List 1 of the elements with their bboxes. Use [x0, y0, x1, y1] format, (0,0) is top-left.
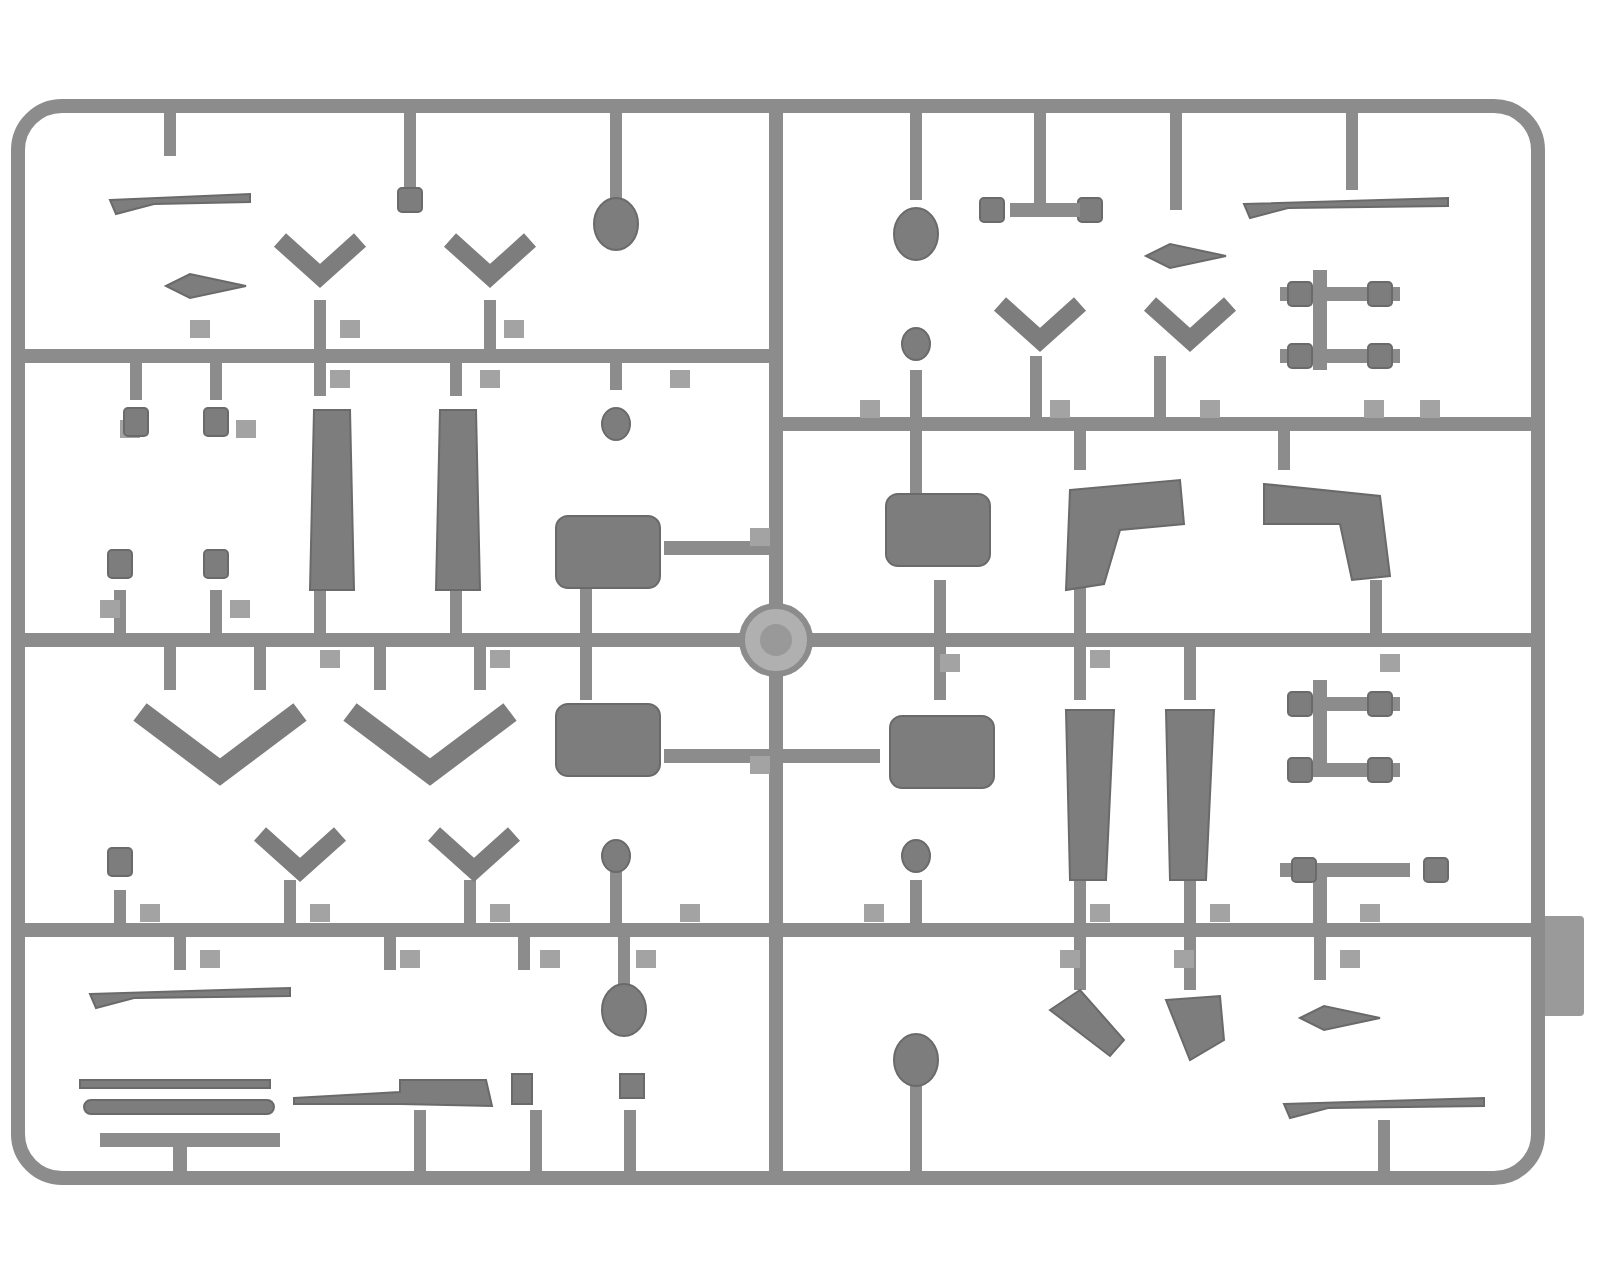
sprue-drawing [11, 99, 1584, 1185]
